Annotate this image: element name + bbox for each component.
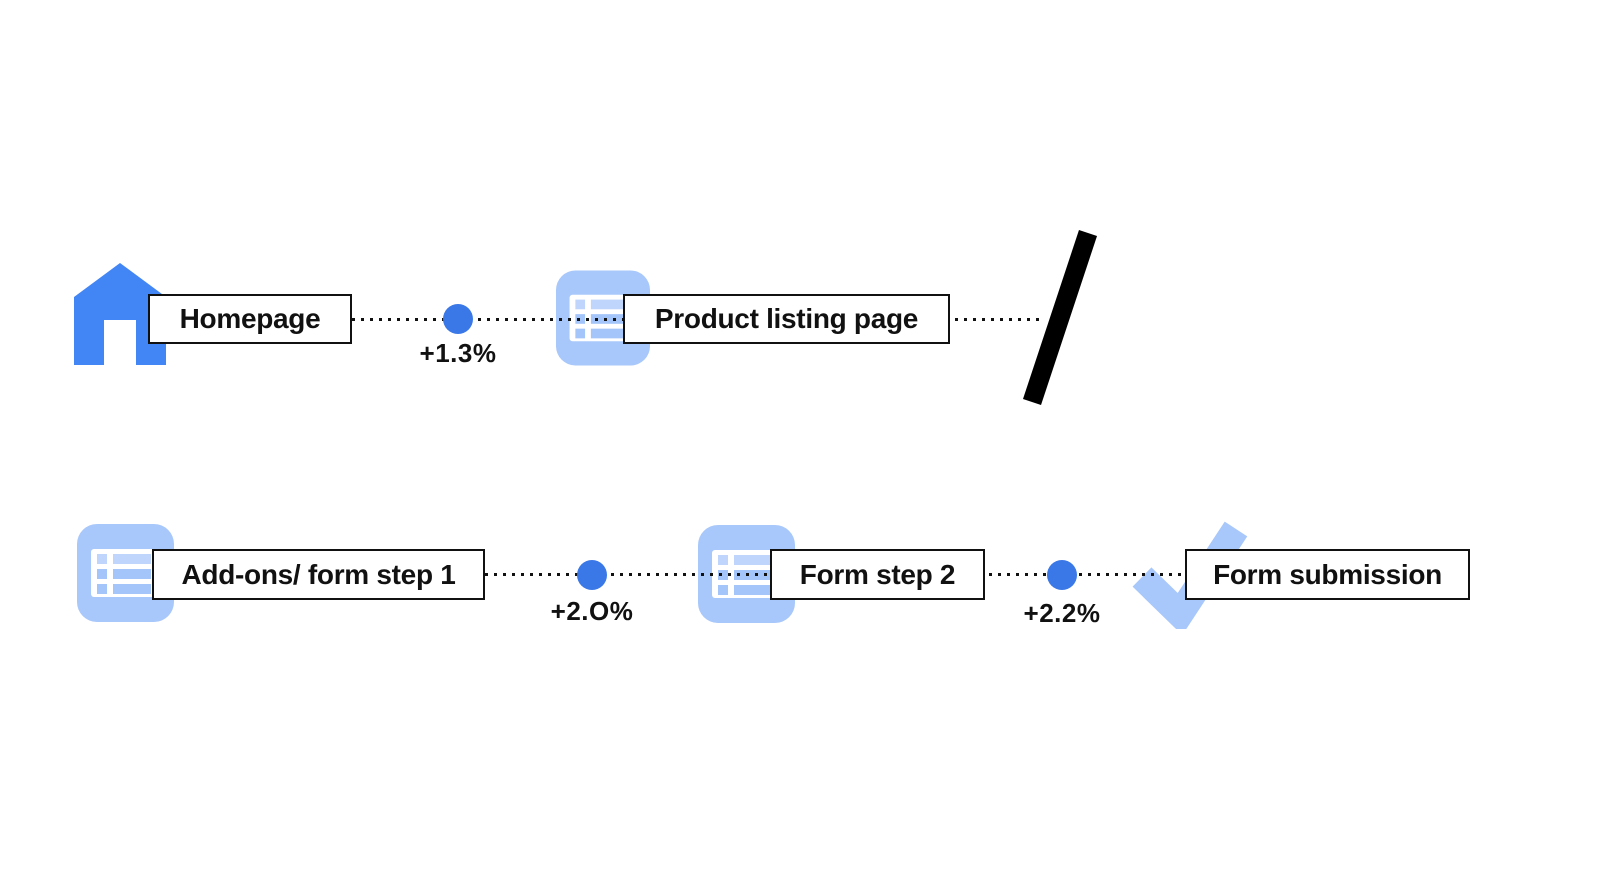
transition-delta: +2.O%: [550, 596, 634, 626]
transition-delta: +1.3%: [419, 338, 497, 368]
transition-delta: +2.2%: [1023, 598, 1101, 628]
node-form-step-2: Form step 2: [770, 549, 985, 600]
home-icon: [74, 263, 166, 365]
node-add-ons-form-step-1-label: Add-ons/ form step 1: [181, 558, 456, 590]
node-product-listing-page: Product listing page: [623, 294, 950, 344]
node-form-submission: Form submission: [1185, 549, 1470, 600]
node-product-listing-page-label: Product listing page: [654, 303, 919, 334]
transition-dot: [443, 304, 473, 334]
list-page-icon: [77, 524, 174, 622]
node-form-submission-label: Form submission: [1213, 558, 1442, 590]
row-break-slash-icon: [1010, 225, 1110, 410]
node-homepage-label: Homepage: [179, 303, 321, 334]
node-form-step-2-label: Form step 2: [799, 558, 956, 590]
transition-dot: [577, 560, 607, 590]
transition-dot: [1047, 560, 1077, 590]
node-add-ons-form-step-1: Add-ons/ form step 1: [152, 549, 485, 600]
node-homepage: Homepage: [148, 294, 352, 344]
